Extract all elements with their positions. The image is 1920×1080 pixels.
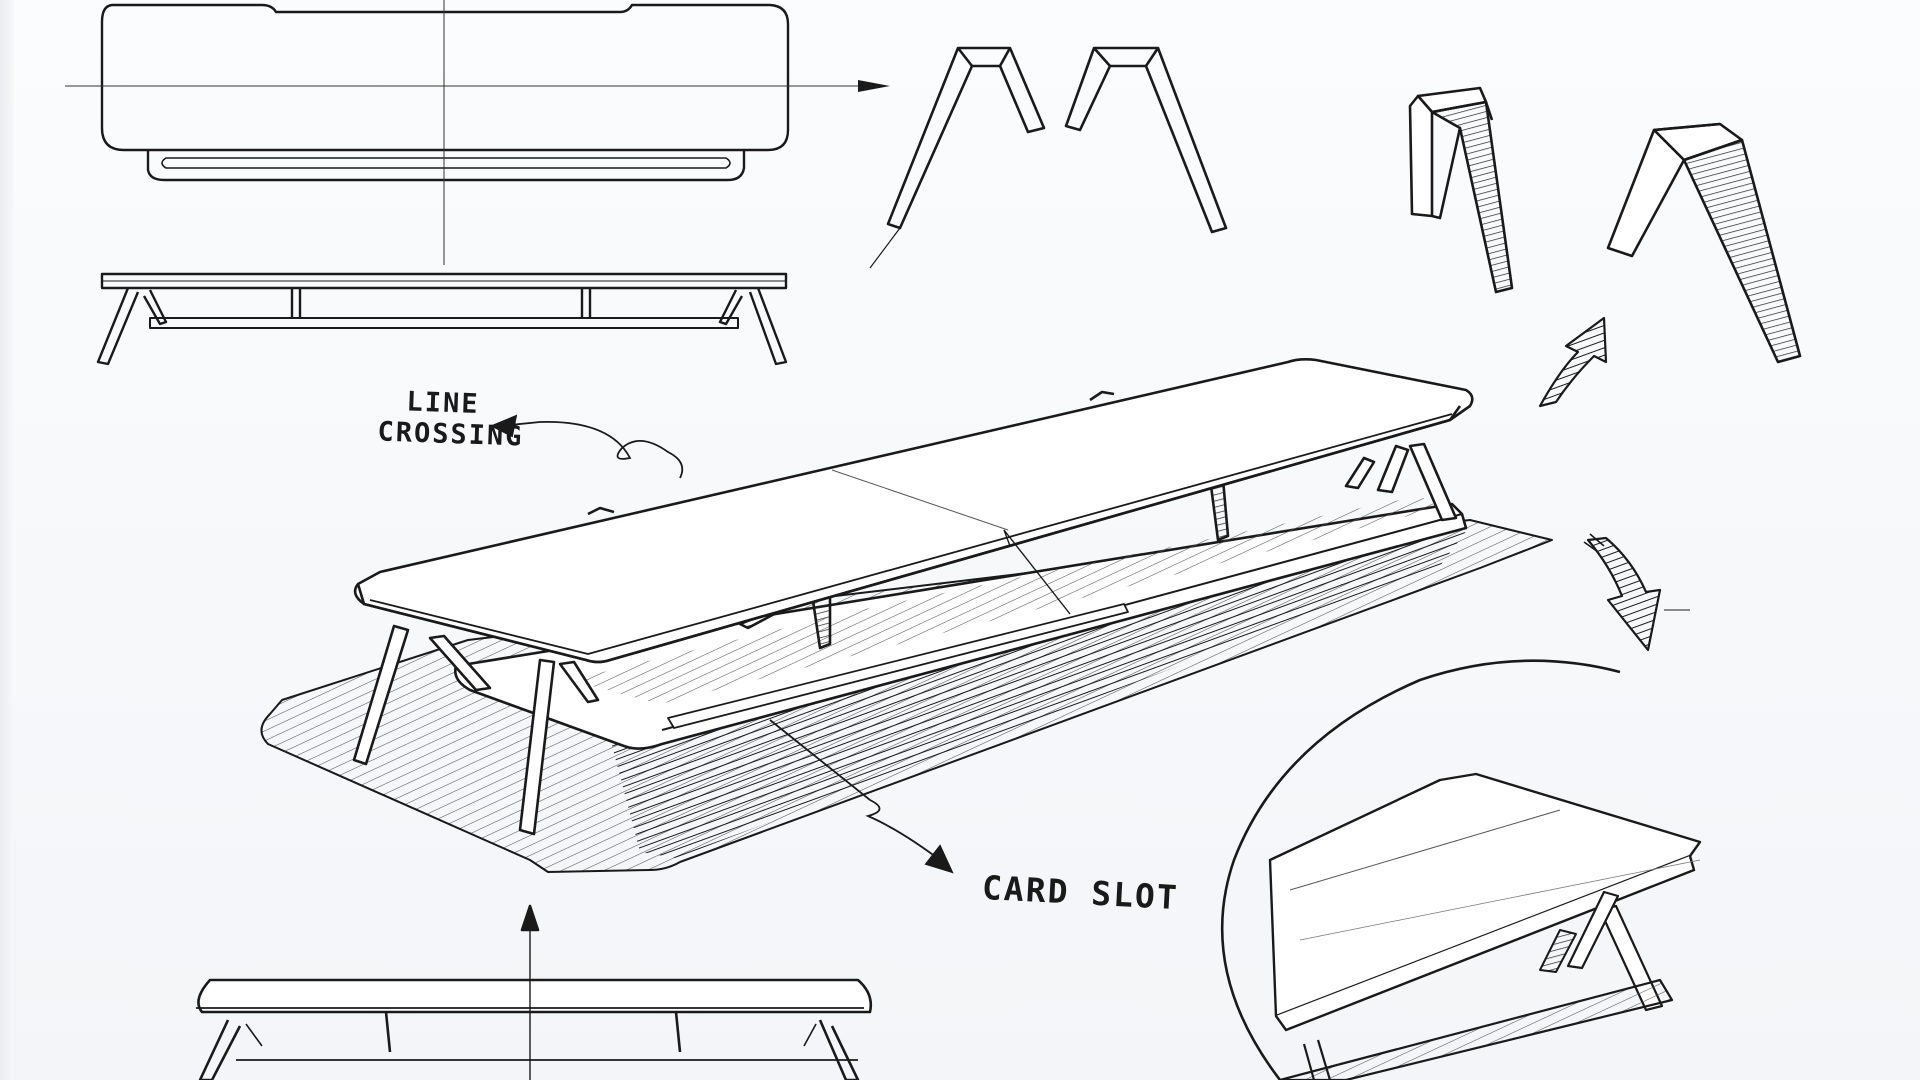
main-perspective-bench — [260, 358, 1553, 873]
line-crossing-annotation: LINE CROSSING — [377, 385, 525, 452]
direction-arrows — [1538, 316, 1690, 652]
detail-magnified-view — [1220, 659, 1702, 1080]
leg-block-sketches — [1408, 86, 1802, 364]
card-slot-leader — [769, 719, 954, 874]
top-view-plan — [65, 0, 890, 265]
front-elevation-top — [96, 272, 788, 366]
line-crossing-word-2: CROSSING — [376, 416, 525, 453]
line-crossing-leader — [489, 414, 684, 479]
sheet-edge — [0, 0, 14, 1080]
front-elevation-bottom — [196, 904, 873, 1080]
a-leg-sketches — [869, 46, 1228, 269]
line-crossing-word-1: LINE — [406, 386, 481, 420]
